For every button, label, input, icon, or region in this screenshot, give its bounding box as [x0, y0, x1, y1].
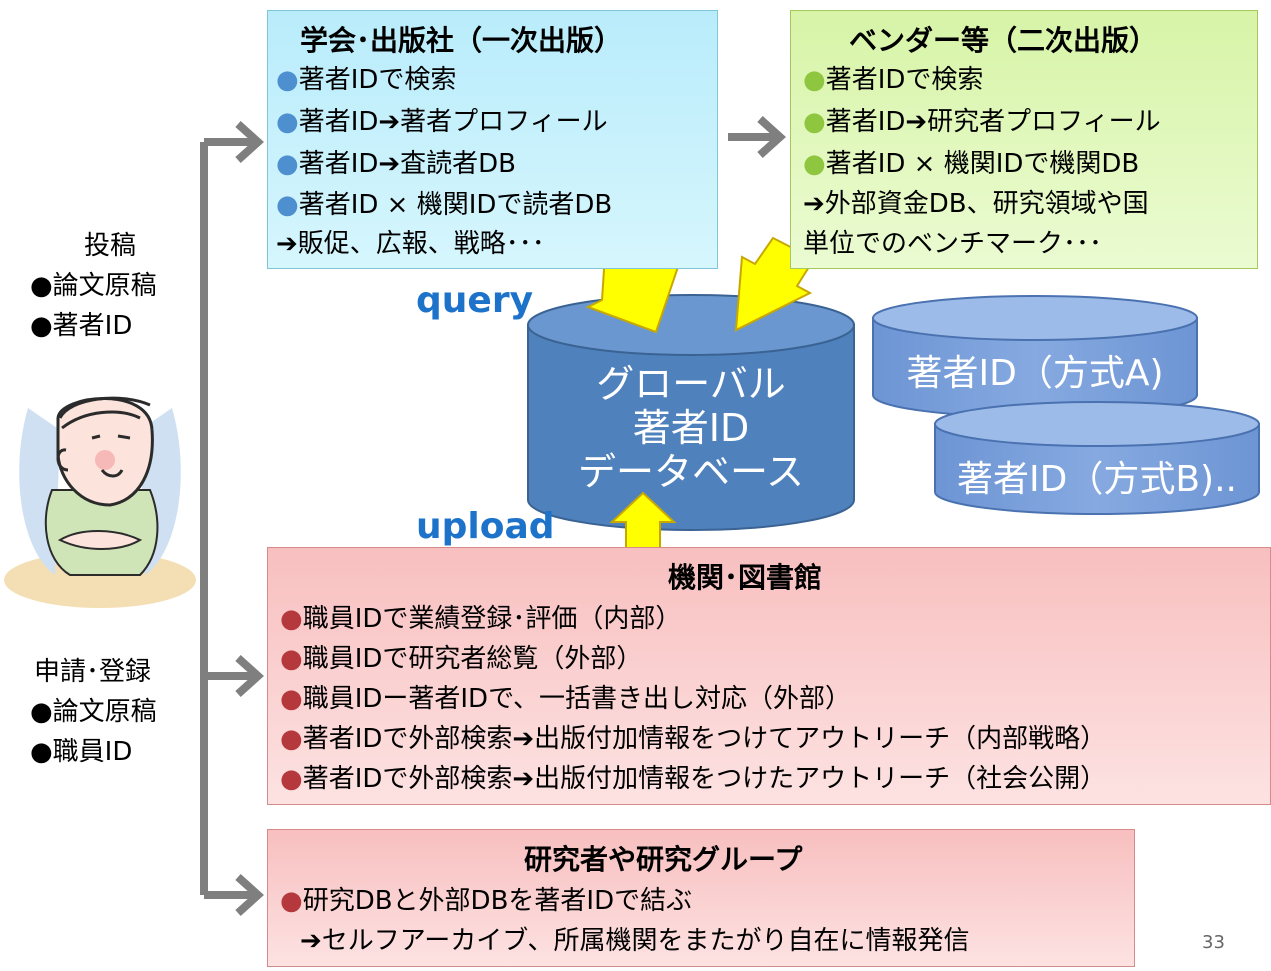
vendor-footer-line: 単位でのベンチマーク･･･ — [803, 229, 1103, 259]
submit-item: ●論文原稿 — [30, 271, 157, 301]
publisher-title: 学会･出版社（一次出版） — [300, 24, 623, 57]
researchers-item: ➔セルフアーカイブ、所属機関をまたがり自在に情報発信 — [300, 926, 970, 956]
publisher-to-vendor-arrow — [728, 116, 786, 158]
vendor-item: ●著者ID × 機関IDで機関DB — [803, 149, 1140, 179]
researchers-box: 研究者や研究グループ ●研究DBと外部DBを著者IDで結ぶ ➔セルフアーカイブ、… — [267, 829, 1135, 967]
publisher-footer: ➔販促、広報、戦略･･･ — [276, 229, 545, 259]
db-a-cylinder — [872, 295, 1198, 418]
publisher-item: ●著者ID➔著者プロフィール — [276, 107, 608, 137]
person-clipart — [4, 396, 196, 608]
page-number: 33 — [1202, 932, 1225, 953]
db-a-label: 著者ID（方式A) — [906, 353, 1164, 394]
apply-title: 申請･登録 — [34, 657, 152, 687]
institution-item: ●職員IDで研究者総覧（外部） — [280, 644, 643, 674]
institution-item: ●著者IDで外部検索➔出版付加情報をつけたアウトリーチ（社会公開） — [280, 764, 1107, 794]
db-b-cylinder — [934, 401, 1260, 515]
vendor-item: ●著者IDで検索 — [803, 65, 984, 95]
publisher-item: ●著者ID➔査読者DB — [276, 149, 517, 179]
db-b-label: 著者ID（方式B).. — [957, 459, 1237, 500]
institution-item: ●著者IDで外部検索➔出版付加情報をつけてアウトリーチ（内部戦略） — [280, 724, 1107, 754]
upload-label: upload — [416, 506, 555, 547]
vendor-item: ●著者ID➔研究者プロフィール — [803, 107, 1161, 137]
vendor-title: ベンダー等（二次出版） — [849, 24, 1158, 57]
researchers-title: 研究者や研究グループ — [524, 843, 803, 876]
distribution-bracket — [200, 138, 256, 899]
institution-title: 機関･図書館 — [668, 561, 823, 594]
bracket-arrowheads — [235, 121, 264, 916]
researchers-item: ●研究DBと外部DBを著者IDで結ぶ — [280, 886, 693, 916]
publisher-item: ●著者IDで検索 — [276, 65, 457, 95]
submit-item: ●著者ID — [30, 311, 133, 341]
publisher-item: ●著者ID × 機関IDで読者DB — [276, 190, 613, 220]
institution-item: ●職員IDで業績登録･評価（内部） — [280, 604, 682, 634]
vendor-box: ベンダー等（二次出版） ●著者IDで検索 ●著者ID➔研究者プロフィール ●著者… — [790, 10, 1258, 269]
submit-title: 投稿 — [84, 231, 137, 261]
institution-item: ●職員IDー著者IDで、一括書き出し対応（外部） — [280, 684, 852, 714]
global-db-label: グローバル 著者ID データベース — [577, 362, 805, 494]
query-label: query — [416, 280, 534, 321]
vendor-footer-line: ➔外部資金DB、研究領域や国 — [803, 189, 1149, 219]
institution-box: 機関･図書館 ●職員IDで業績登録･評価（内部） ●職員IDで研究者総覧（外部）… — [267, 547, 1271, 805]
apply-item: ●論文原稿 — [30, 697, 157, 727]
publisher-box: 学会･出版社（一次出版） ●著者IDで検索 ●著者ID➔著者プロフィール ●著者… — [267, 10, 718, 269]
apply-item: ●職員ID — [30, 737, 133, 767]
